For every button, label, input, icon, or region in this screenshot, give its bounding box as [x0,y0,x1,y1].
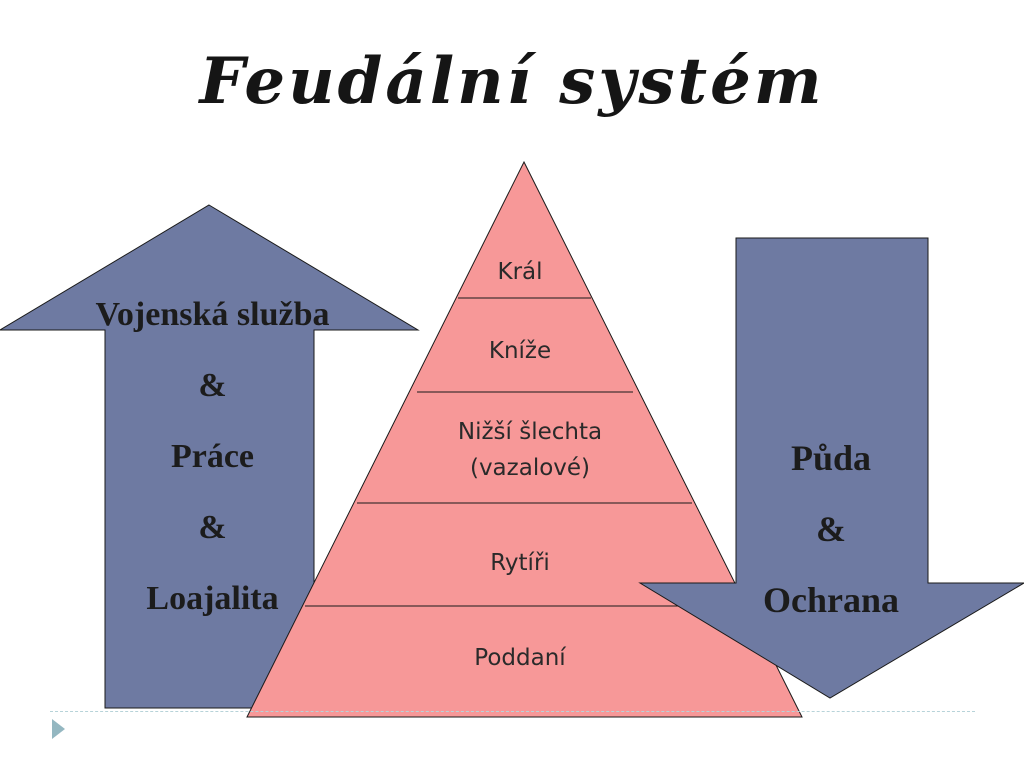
play-triangle-icon[interactable] [52,719,65,739]
footer-divider [50,711,975,712]
right-arrow-line-land: Půda [790,438,872,478]
pyramid-level-knize: Kníže [488,338,552,364]
left-arrow-line-loyalty: Loajalita [146,580,279,617]
slide-title: Feudální systém [199,44,825,119]
pyramid-shape [246,160,803,718]
pyramid-level-nizsi-slechta: Nižší šlechta (vazalové) [410,414,650,486]
left-up-arrow-shape [0,204,420,709]
right-down-arrow-shape [638,237,1024,699]
pyramid-level-poddani: Poddaní [474,645,566,671]
pyramid-level-nizsi-slechta-line-2: (vazalové) [469,455,591,481]
right-arrow-line-protection: Ochrana [762,580,899,620]
left-arrow-line-work: Práce [170,438,255,475]
left-arrow-line-ampersand-2: & [198,509,227,546]
pyramid-level-kral: Král [497,259,543,285]
right-arrow-text: Půda & Ochrana [700,423,962,636]
pyramid-level-rytiri: Rytíři [490,550,550,576]
right-arrow-line-ampersand: & [816,509,846,549]
left-arrow-line-military-service: Vojenská služba [95,296,330,333]
left-arrow-line-ampersand-1: & [198,367,227,404]
left-arrow-text: Vojenská služba & Práce & Loajalita [40,279,385,634]
pyramid-level-nizsi-slechta-line-1: Nižší šlechta [457,419,603,445]
